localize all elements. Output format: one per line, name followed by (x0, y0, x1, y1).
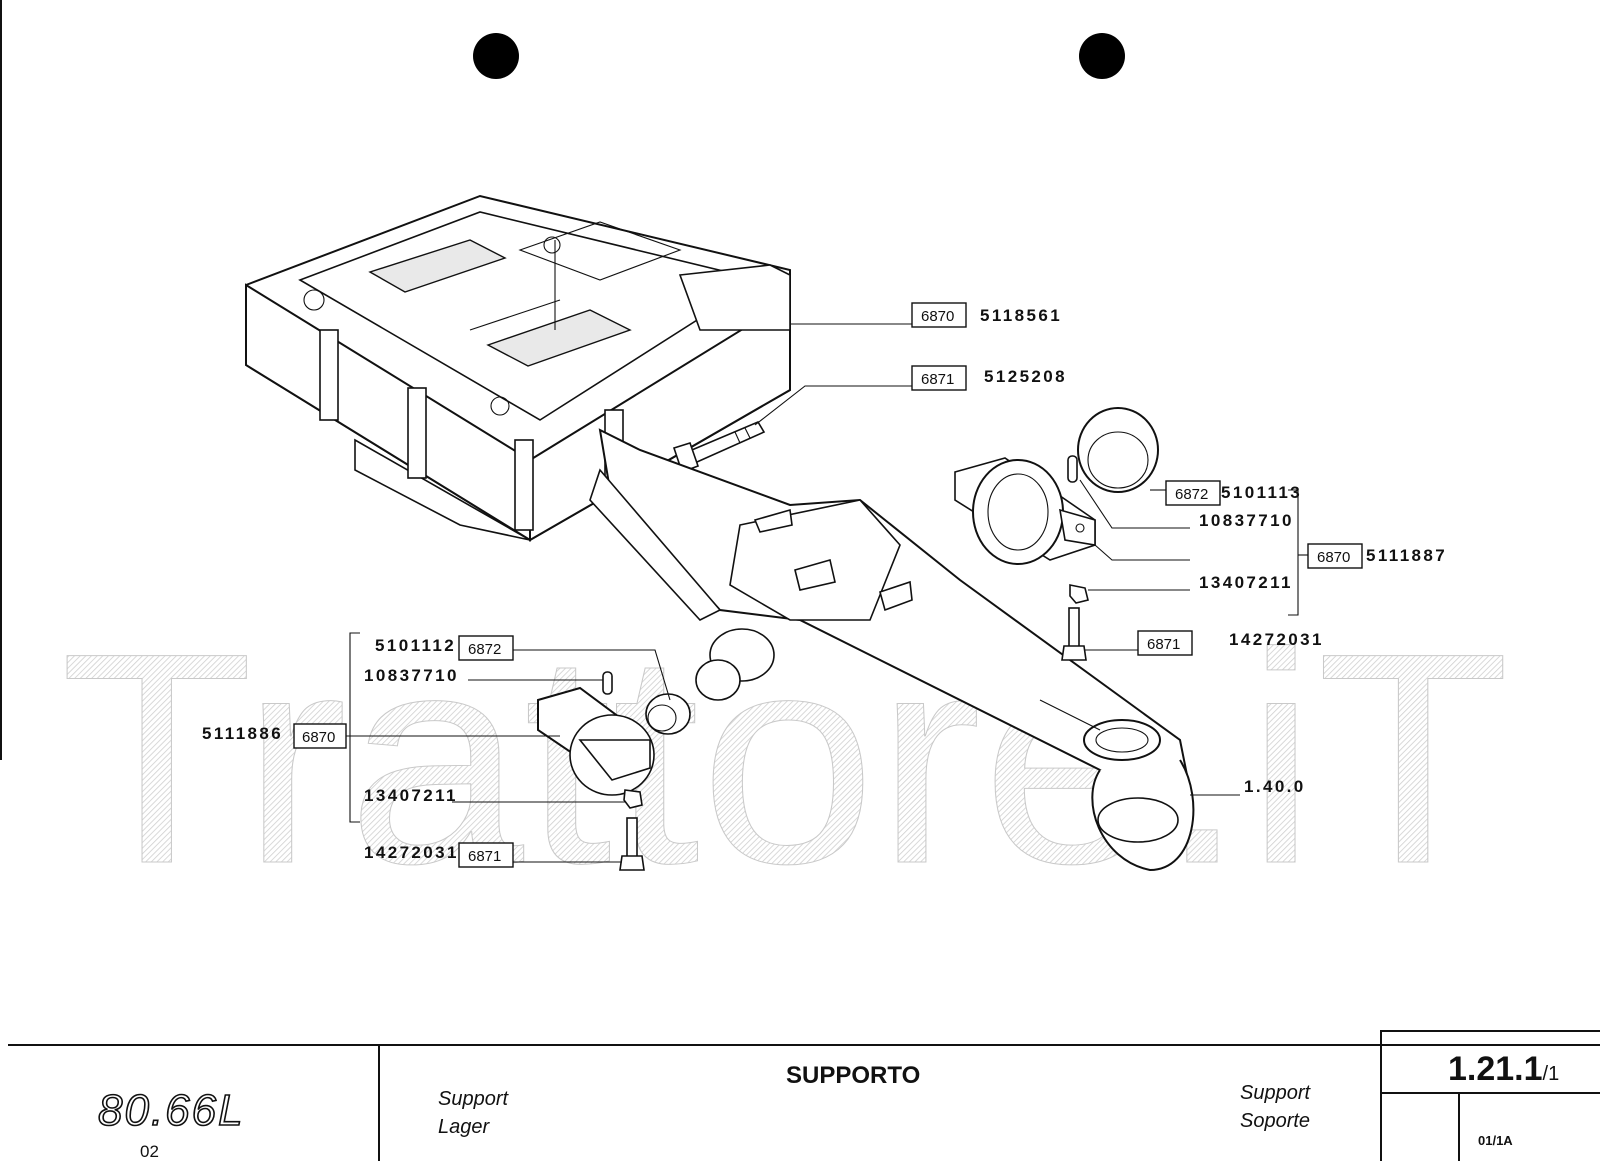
left-nipple-13407211 (623, 789, 643, 809)
right-pin-10837710 (1067, 455, 1078, 483)
section-code: 1.21.1/1 (1448, 1050, 1560, 1088)
svg-text:14272031: 14272031 (1229, 630, 1324, 649)
svg-text:5111886: 5111886 (202, 724, 283, 743)
svg-text:5101112: 5101112 (375, 636, 456, 655)
model-number: 80.66L (97, 1085, 245, 1136)
callout-left-screw: 14272031 6871 (364, 842, 514, 868)
front-axle (589, 428, 1195, 872)
left-screw-14272031 (619, 817, 645, 871)
model-variant: 02 (140, 1142, 159, 1161)
title-spanish: Soporte (1240, 1110, 1311, 1132)
svg-text:6871: 6871 (468, 848, 501, 865)
svg-text:14272031: 14272031 (364, 843, 459, 862)
svg-text:6870: 6870 (921, 308, 954, 325)
punch-hole-left (473, 33, 519, 79)
leader-lines (346, 323, 1308, 863)
svg-text:6870: 6870 (302, 729, 335, 746)
label-right-pin: 10837710 (1199, 511, 1294, 530)
right-support-5111887 (954, 457, 1096, 565)
callout-right-screw: 6871 14272031 (1137, 630, 1324, 656)
left-pin-10837710 (602, 671, 613, 695)
svg-text:5125208: 5125208 (984, 367, 1067, 386)
right-bush-5101113 (1077, 407, 1159, 493)
callout-left-bush: 5101112 6872 (375, 635, 514, 661)
label-left-nipple: 13407211 (364, 786, 458, 805)
title-french: Support (1240, 1082, 1311, 1104)
callout-left-support: 5111886 6870 (202, 723, 347, 749)
svg-text:6871: 6871 (1147, 636, 1180, 653)
page-title: SUPPORTO (786, 1062, 921, 1089)
svg-text:6872: 6872 (468, 641, 501, 658)
label-left-pin: 10837710 (364, 666, 459, 685)
title-english: Support (438, 1088, 509, 1110)
right-screw-14272031 (1061, 607, 1087, 661)
right-nipple-13407211 (1069, 584, 1089, 604)
label-right-nipple: 13407211 (1199, 573, 1293, 592)
left-bush-5101112 (645, 693, 691, 735)
left-support-5111886 (537, 686, 655, 796)
callout-frame: 6870 5118561 (911, 302, 1062, 328)
punch-hole-right (1079, 33, 1125, 79)
sheet-number: 01/1A (1478, 1133, 1513, 1148)
callout-bolt: 6871 5125208 (911, 365, 1067, 391)
watermark-text: Trattore.iT (60, 590, 1510, 926)
callout-right-bush: 6872 5101113 (1165, 480, 1302, 506)
front-support-frame (245, 194, 791, 542)
title-block: 80.66L 02 SUPPORTO Support Lager Support… (8, 1030, 1600, 1161)
svg-text:6870: 6870 (1317, 549, 1350, 566)
title-german: Lager (438, 1116, 490, 1138)
svg-text:6871: 6871 (921, 371, 954, 388)
svg-text:5111887: 5111887 (1366, 546, 1447, 565)
svg-text:5118561: 5118561 (980, 306, 1062, 325)
callout-right-support: 6870 5111887 (1307, 543, 1447, 569)
page-edge (0, 0, 2, 760)
label-axle-ref: 1.40.0 (1244, 777, 1306, 796)
svg-text:6872: 6872 (1175, 486, 1208, 503)
svg-text:5101113: 5101113 (1221, 483, 1302, 502)
